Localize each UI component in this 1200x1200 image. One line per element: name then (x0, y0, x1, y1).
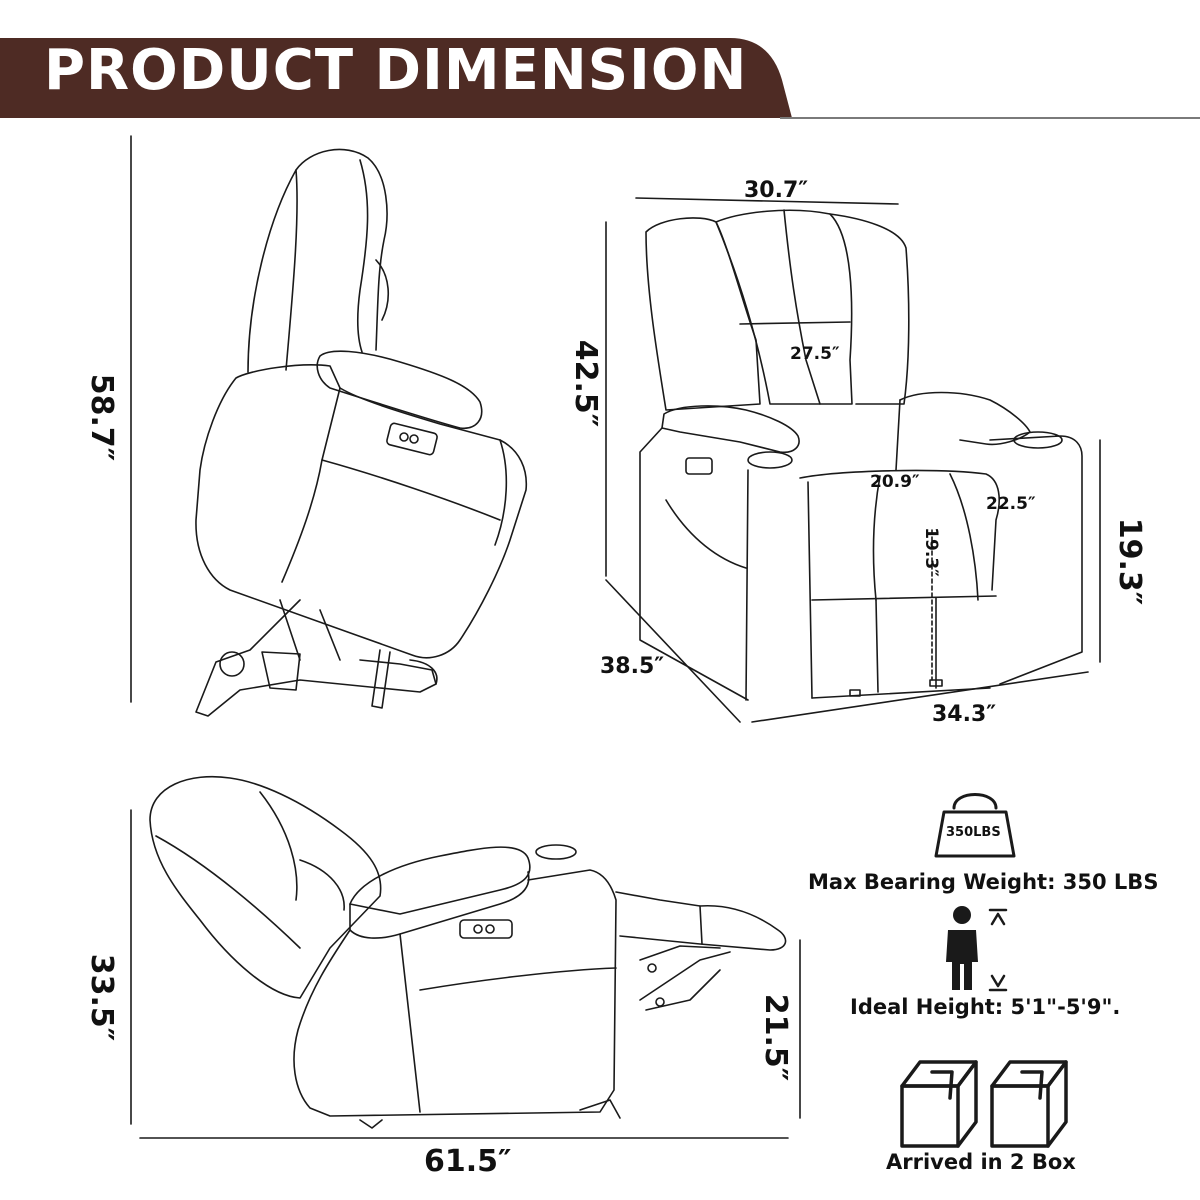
box-icon (990, 1060, 1068, 1148)
front-width-label: 34.3″ (932, 702, 997, 727)
ideal-height-text: Ideal Height: 5'1"-5'9". (850, 995, 1121, 1019)
back-height-label: 27.5″ (790, 344, 840, 364)
weight-icon (934, 793, 1016, 858)
footrest-height-label: 21.5″ (758, 993, 794, 1082)
lift-chair-drawing (130, 135, 528, 717)
seat-depth-label: 22.5″ (986, 494, 1036, 514)
header-banner (0, 38, 1200, 119)
seat-width-label: 20.9″ (870, 472, 920, 492)
page-title: PRODUCT DIMENSION (44, 38, 748, 103)
front-height-label: 42.5″ (568, 339, 604, 428)
front-depth-label: 38.5″ (600, 654, 665, 679)
lift-height-label: 58.7″ (84, 373, 120, 462)
box-count-text: Arrived in 2 Box (886, 1150, 1076, 1174)
person-height-icon (946, 906, 1008, 992)
seat-height-side-label: 19.3″ (1112, 517, 1148, 606)
front-chair-drawing (605, 197, 1101, 723)
recline-height-label: 33.5″ (84, 953, 120, 1042)
max-weight-text: Max Bearing Weight: 350 LBS (808, 870, 1159, 894)
weight-badge-label: 350LBS (946, 825, 1001, 840)
recline-length-label: 61.5″ (424, 1144, 512, 1179)
box-icon (900, 1060, 978, 1148)
front-top-width-label: 30.7″ (744, 178, 809, 203)
recline-chair-drawing (130, 775, 801, 1139)
seat-height-inner-label: 19.3″ (920, 527, 941, 577)
